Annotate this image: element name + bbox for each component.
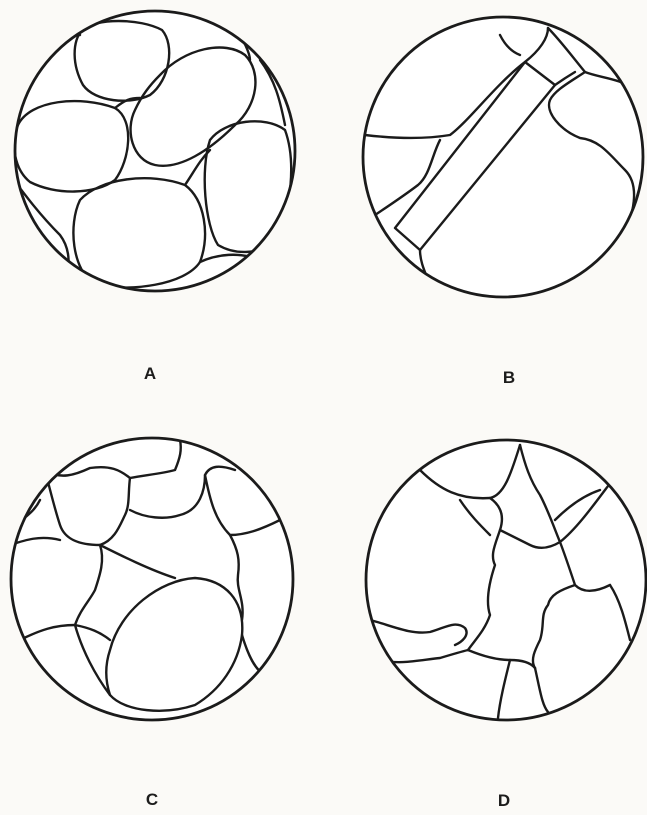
panel-b-micrograph <box>363 17 643 297</box>
panel-b-label: B <box>494 368 524 388</box>
panel-d-label: D <box>489 791 519 811</box>
panel-a-label: A <box>135 364 165 384</box>
panel-a-circle <box>15 11 295 291</box>
panel-c-circle <box>11 438 293 720</box>
panel-c-label: C <box>137 790 167 810</box>
panel-d-micrograph <box>366 440 646 720</box>
panel-c-micrograph <box>10 438 293 720</box>
panel-a-micrograph <box>10 11 295 295</box>
panel-b-circle <box>363 17 643 297</box>
